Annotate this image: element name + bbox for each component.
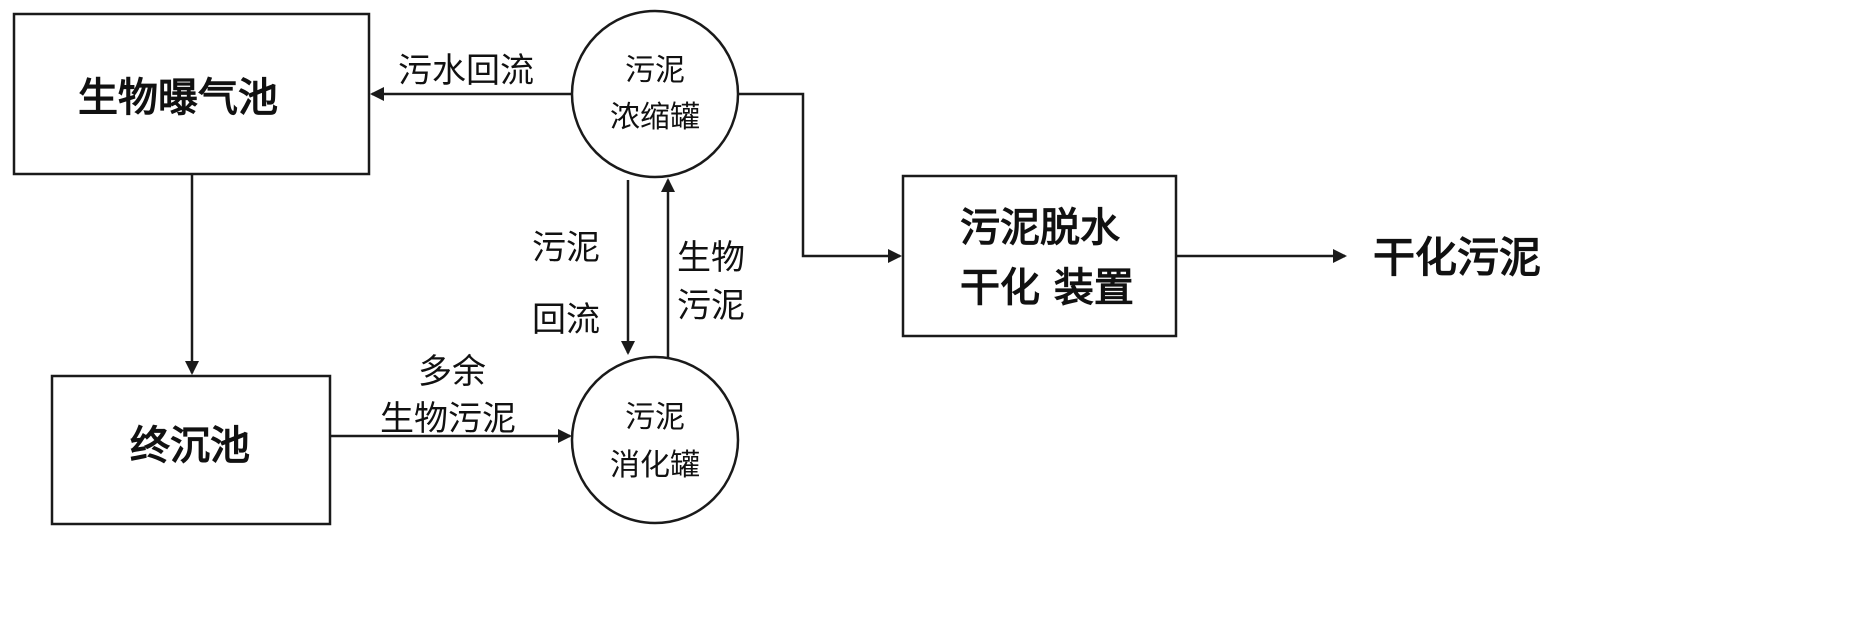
bio-sludge-label-line2: 污泥	[677, 286, 745, 326]
excess-sludge-label-line2: 生物污泥	[380, 399, 516, 439]
sludge-return-label-line2: 回流	[532, 300, 600, 340]
aeration-tank-box	[12, 12, 371, 176]
dewatering-label-line1: 污泥脱水	[960, 205, 1120, 251]
aeration-tank-label: 生物曝气池	[78, 75, 278, 121]
water-return-label: 污水回流	[398, 51, 534, 91]
digester-label-line2: 消化罐	[610, 448, 700, 483]
digester-tank-circle	[570, 355, 740, 525]
bio-sludge-label-line1: 生物	[677, 238, 745, 278]
thickener-tank-circle	[570, 9, 740, 179]
sludge-return-label-line1: 污泥	[532, 228, 600, 268]
thickener-to-dewatering-arrow	[738, 92, 902, 263]
dewatering-label-line2: 干化 装置	[960, 265, 1134, 311]
final-clarifier-label: 终沉池	[130, 423, 250, 469]
final-clarifier-box	[50, 374, 332, 526]
dewatering-box	[901, 174, 1178, 338]
output-label: 干化污泥	[1373, 233, 1542, 282]
excess-sludge-label-line1: 多余	[418, 352, 486, 392]
thickener-label-line2: 浓缩罐	[610, 100, 700, 135]
thickener-label-line1: 污泥	[625, 53, 685, 88]
digester-label-line1: 污泥	[625, 400, 685, 435]
